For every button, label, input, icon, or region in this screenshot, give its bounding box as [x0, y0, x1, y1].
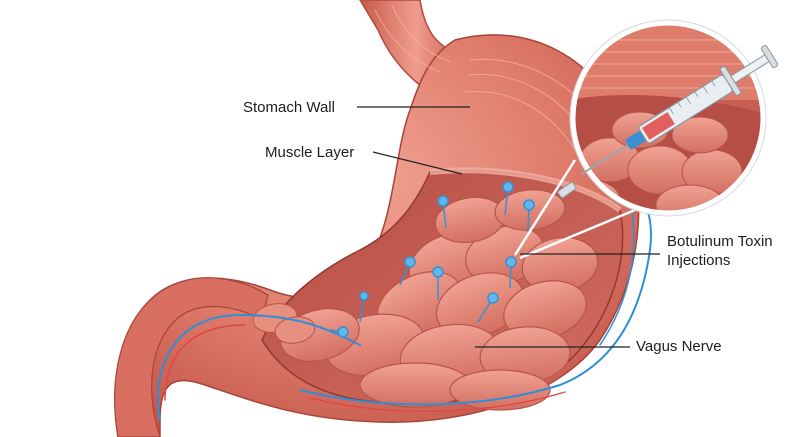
magnifier-callout — [513, 159, 636, 260]
injection-dot-icon — [523, 199, 535, 211]
injection-dot-icon — [505, 256, 517, 268]
injection-dot-icon — [437, 195, 449, 207]
injection-dot-icon — [432, 266, 444, 278]
magnifier-circle — [569, 19, 767, 217]
needle-cap — [557, 181, 577, 199]
syringe-icon — [580, 45, 779, 176]
injection-dot-icon — [359, 291, 369, 301]
label-botox-line2: Injections — [667, 252, 731, 269]
label-botox-line1: Botulinum Toxin — [667, 233, 773, 250]
injection-dot-icon — [502, 181, 514, 193]
label-botulinum-toxin-injections: Botulinum Toxin Injections — [667, 232, 773, 270]
muscle-layer-rim — [429, 167, 622, 213]
injection-dot-icon — [487, 292, 499, 304]
label-muscle-layer: Muscle Layer — [265, 144, 355, 161]
injection-markers — [329, 181, 535, 338]
leader-lines — [357, 106, 660, 348]
label-stomach-wall: Stomach Wall — [243, 99, 335, 116]
duodenum — [114, 277, 269, 437]
injection-dot-icon — [404, 256, 416, 268]
injection-dot-icon — [337, 326, 349, 338]
leader-muscle-layer — [372, 151, 463, 175]
vagus-nerve — [157, 179, 652, 421]
label-vagus-nerve: Vagus Nerve — [636, 338, 722, 355]
